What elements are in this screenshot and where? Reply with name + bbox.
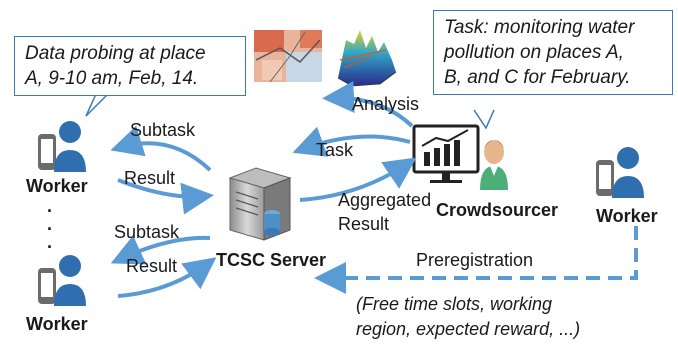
preregistration-label: Preregistration (416, 250, 534, 270)
ellipsis-dot-3: . (47, 232, 53, 252)
worker-right-label: Worker (596, 206, 658, 226)
crowdsourcer-task-callout: Task: monitoring water pollution on plac… (433, 10, 673, 95)
worker-right-icon (596, 147, 644, 198)
ellipsis-dot-1: . (47, 196, 53, 216)
arrow-aggregated (299, 157, 417, 202)
preregistration-info-line-2: region, expected reward, ...) (356, 319, 581, 339)
worker-bottom-label: Worker (26, 314, 88, 334)
task-label: Task (316, 140, 354, 160)
aggregated-result-label: Aggregated Result (338, 188, 431, 236)
aggregated-label: Aggregated (338, 190, 432, 210)
crowdsourcer-label: Crowdsourcer (436, 200, 559, 220)
flow-arrows (110, 81, 417, 298)
worker-top-icon (38, 121, 86, 172)
arrow-analysis (322, 81, 414, 128)
crowdsourcer-task-line-3: B, and C for February. (444, 67, 631, 88)
callout-tail-crowdsourcer (473, 109, 495, 130)
crowdsourcer-person-icon (480, 140, 508, 190)
subtask-bottom-label: Subtask (114, 222, 180, 242)
heatmap-icon (254, 30, 322, 83)
server-label: TCSC Server (216, 250, 327, 270)
crowdsourcer-task-line-1: Task: monitoring water (444, 17, 635, 38)
result-label: Result (338, 214, 390, 234)
arrow-preregistration (314, 226, 638, 294)
chart-monitor-icon (412, 124, 480, 183)
result-top-label: Result (124, 168, 176, 188)
worker-bottom-icon (38, 255, 86, 306)
analysis-label: Analysis (352, 94, 420, 114)
subtask-top-label: Subtask (130, 120, 196, 140)
arrow-task (292, 126, 411, 157)
3d-plot-icon (337, 30, 397, 87)
arrow-result-top (117, 178, 214, 215)
callout-tail-worker (85, 93, 109, 117)
worker-task-line-2: A, 9-10 am, Feb, 14. (25, 68, 199, 89)
preregistration-info-line-1: (Free time slots, working (356, 294, 553, 314)
arrow-result-bottom (117, 257, 217, 298)
server-icon (228, 167, 292, 241)
result-bottom-label: Result (126, 256, 178, 276)
worker-task-callout: Data probing at place A, 9-10 am, Feb, 1… (14, 36, 246, 96)
worker-task-line-1: Data probing at place (25, 43, 206, 64)
worker-top-label: Worker (26, 176, 88, 196)
arrow-subtask-bottom (110, 235, 211, 265)
arrow-subtask-top (110, 125, 212, 172)
crowdsourcer-task-line-2: pollution on places A, (444, 42, 624, 63)
preregistration-info: (Free time slots, working region, expect… (356, 292, 580, 342)
ellipsis-dot-2: . (47, 214, 53, 234)
